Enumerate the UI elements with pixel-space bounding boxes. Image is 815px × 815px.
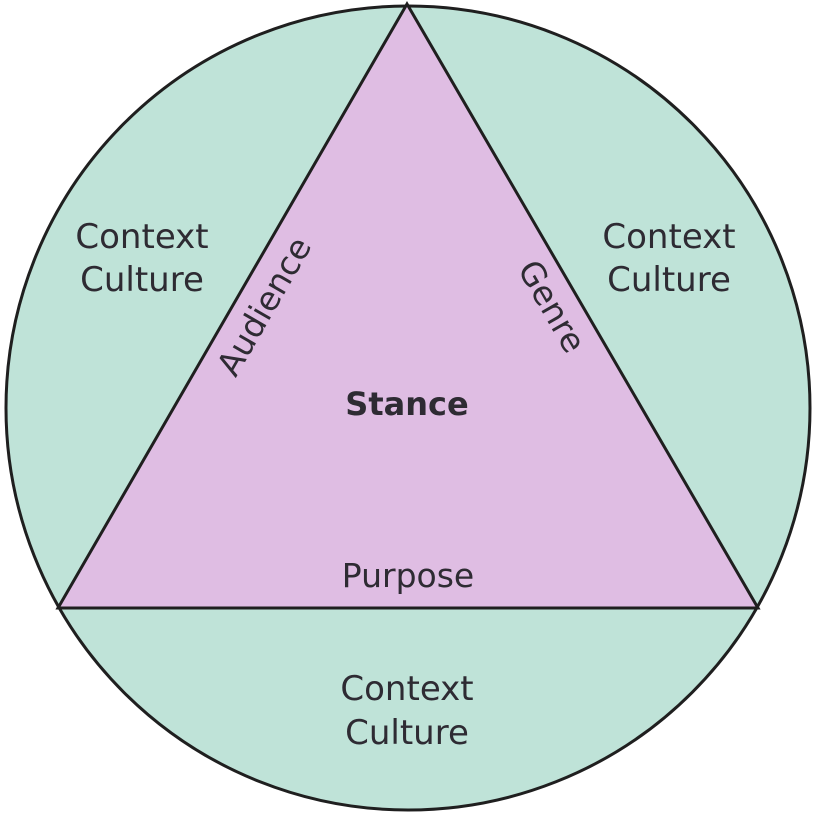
stance-triangle xyxy=(55,1,761,610)
region-right: Context Culture xyxy=(602,217,735,300)
region-left: Context Culture xyxy=(75,217,208,300)
region-bottom-line1: Context xyxy=(340,669,473,709)
center-label-stance: Stance xyxy=(345,385,468,423)
region-left-line2: Culture xyxy=(80,260,204,300)
region-right-line2: Culture xyxy=(607,260,731,300)
side-label-purpose: Purpose xyxy=(342,556,474,595)
region-bottom-line2: Culture xyxy=(345,713,469,753)
region-bottom: Context Culture xyxy=(340,669,473,753)
region-right-line1: Context xyxy=(602,217,735,257)
region-left-line1: Context xyxy=(75,217,208,257)
